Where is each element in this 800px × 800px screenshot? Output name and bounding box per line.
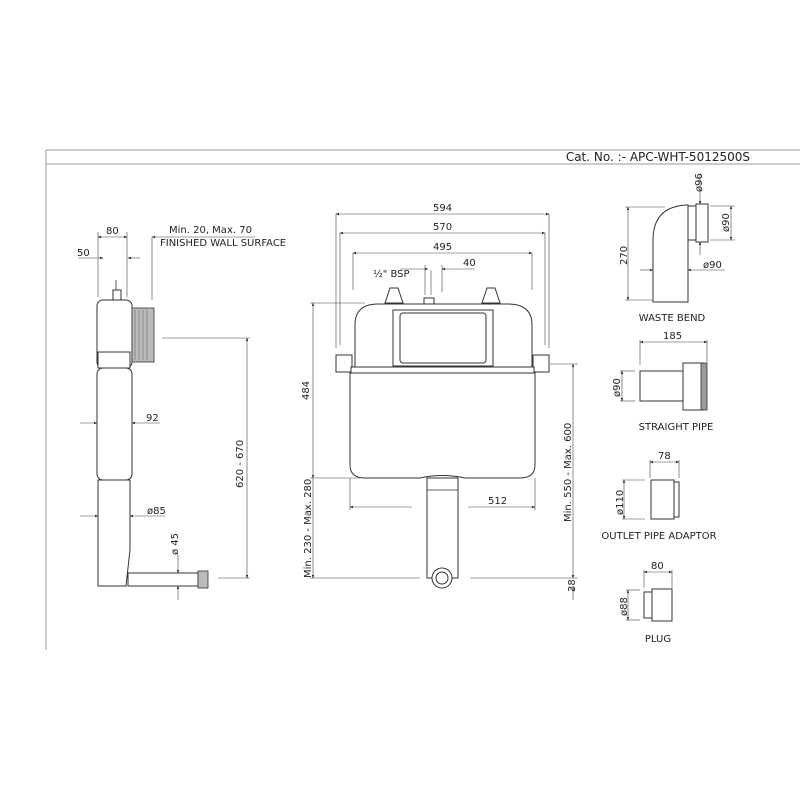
title-frame: Cat. No. :- APC-WHT-5012500S [45, 149, 800, 650]
wall-note-2: FINISHED WALL SURFACE [160, 238, 286, 249]
dim-570-label: 570 [433, 222, 452, 233]
dim-484-label: 484 [301, 381, 312, 400]
dim-40-label: 40 [463, 258, 476, 269]
side-view: 80 50 Min. 20, Max. 70 FINISHED WALL SUR… [77, 225, 286, 600]
catalog-number: Cat. No. :- APC-WHT-5012500S [566, 150, 750, 164]
dim-min230-label: Min. 230 - Max. 280 [303, 479, 314, 578]
wall-note-1: Min. 20, Max. 70 [169, 225, 252, 236]
bsp-label: ½" BSP [373, 268, 410, 280]
waste-bend-dim-90b: ø90 [703, 260, 722, 271]
dim-495-label: 495 [433, 242, 452, 253]
dim-min550-label: Min. 550 - Max. 600 [563, 423, 574, 522]
dim-85-label: ø85 [147, 506, 166, 517]
outlet-adaptor-label-text: OUTLET PIPE ADAPTOR [601, 531, 716, 542]
waste-bend-dim-270: 270 [619, 246, 630, 265]
plug-label: PLUG [645, 634, 671, 645]
waste-bend-label: WASTE BEND [639, 313, 706, 324]
straight-pipe-dim-185: 185 [663, 331, 682, 342]
dim-50-label: 50 [77, 248, 90, 259]
plug-dim-80: 80 [651, 561, 664, 572]
dim-38-label: 38 [567, 579, 578, 592]
outlet-adaptor-dim-78: 78 [658, 451, 671, 462]
plug-dim-88: ø88 [619, 597, 630, 616]
dim-height-label: 620 - 670 [235, 440, 246, 488]
dim-45-label: ø 45 [170, 533, 181, 555]
waste-bend-dim-90a: ø90 [721, 213, 732, 232]
waste-bend: 270 ø96 ø90 ø90 WASTE BEND [619, 173, 735, 324]
dim-594-label: 594 [433, 203, 452, 214]
dim-92-label: 92 [146, 413, 159, 424]
outlet-adaptor-dim-110: ø110 [615, 490, 626, 515]
straight-pipe: 185 ø90 STRAIGHT PIPE [612, 331, 713, 433]
straight-pipe-label: STRAIGHT PIPE [639, 422, 714, 433]
plug: 80 ø88 PLUG [619, 561, 673, 645]
waste-bend-dim-96: ø96 [694, 173, 705, 192]
dim-512-label: 512 [488, 496, 507, 507]
outlet-pipe-adaptor: 78 ø110 PLUG OUTLET PIPE ADAPTOR [601, 451, 716, 542]
straight-pipe-dim-90: ø90 [612, 378, 623, 397]
front-view: 594 570 495 ½" BSP 40 484 Min. 230 - Max… [301, 203, 578, 600]
dim-80-label: 80 [106, 226, 119, 237]
